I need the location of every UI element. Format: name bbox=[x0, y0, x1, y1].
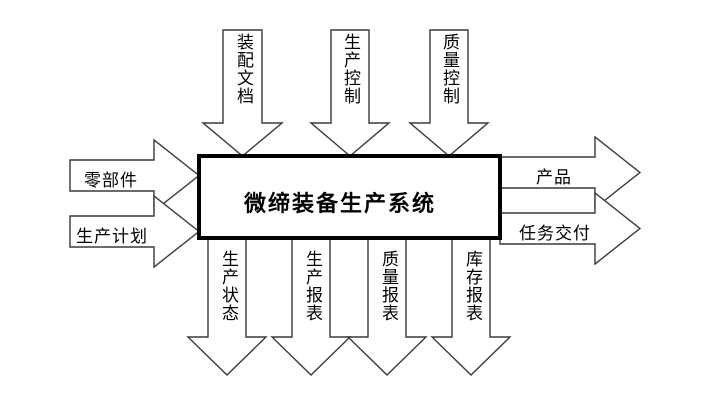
output-arrow-production-report bbox=[270, 237, 352, 376]
control-arrow-quality-control bbox=[408, 29, 490, 157]
output-arrow-task-delivery bbox=[499, 191, 642, 266]
output-arrow-production-status bbox=[186, 237, 268, 376]
output-arrow-inventory-report bbox=[430, 237, 512, 376]
system-box bbox=[197, 154, 502, 240]
control-arrow-production-control bbox=[309, 29, 391, 157]
input-arrow-production-plan bbox=[69, 194, 201, 269]
output-arrow-quality-report bbox=[346, 237, 428, 376]
input-arrow-parts bbox=[69, 138, 201, 213]
output-arrow-product bbox=[499, 135, 642, 210]
control-arrow-assembly-document bbox=[201, 29, 284, 157]
